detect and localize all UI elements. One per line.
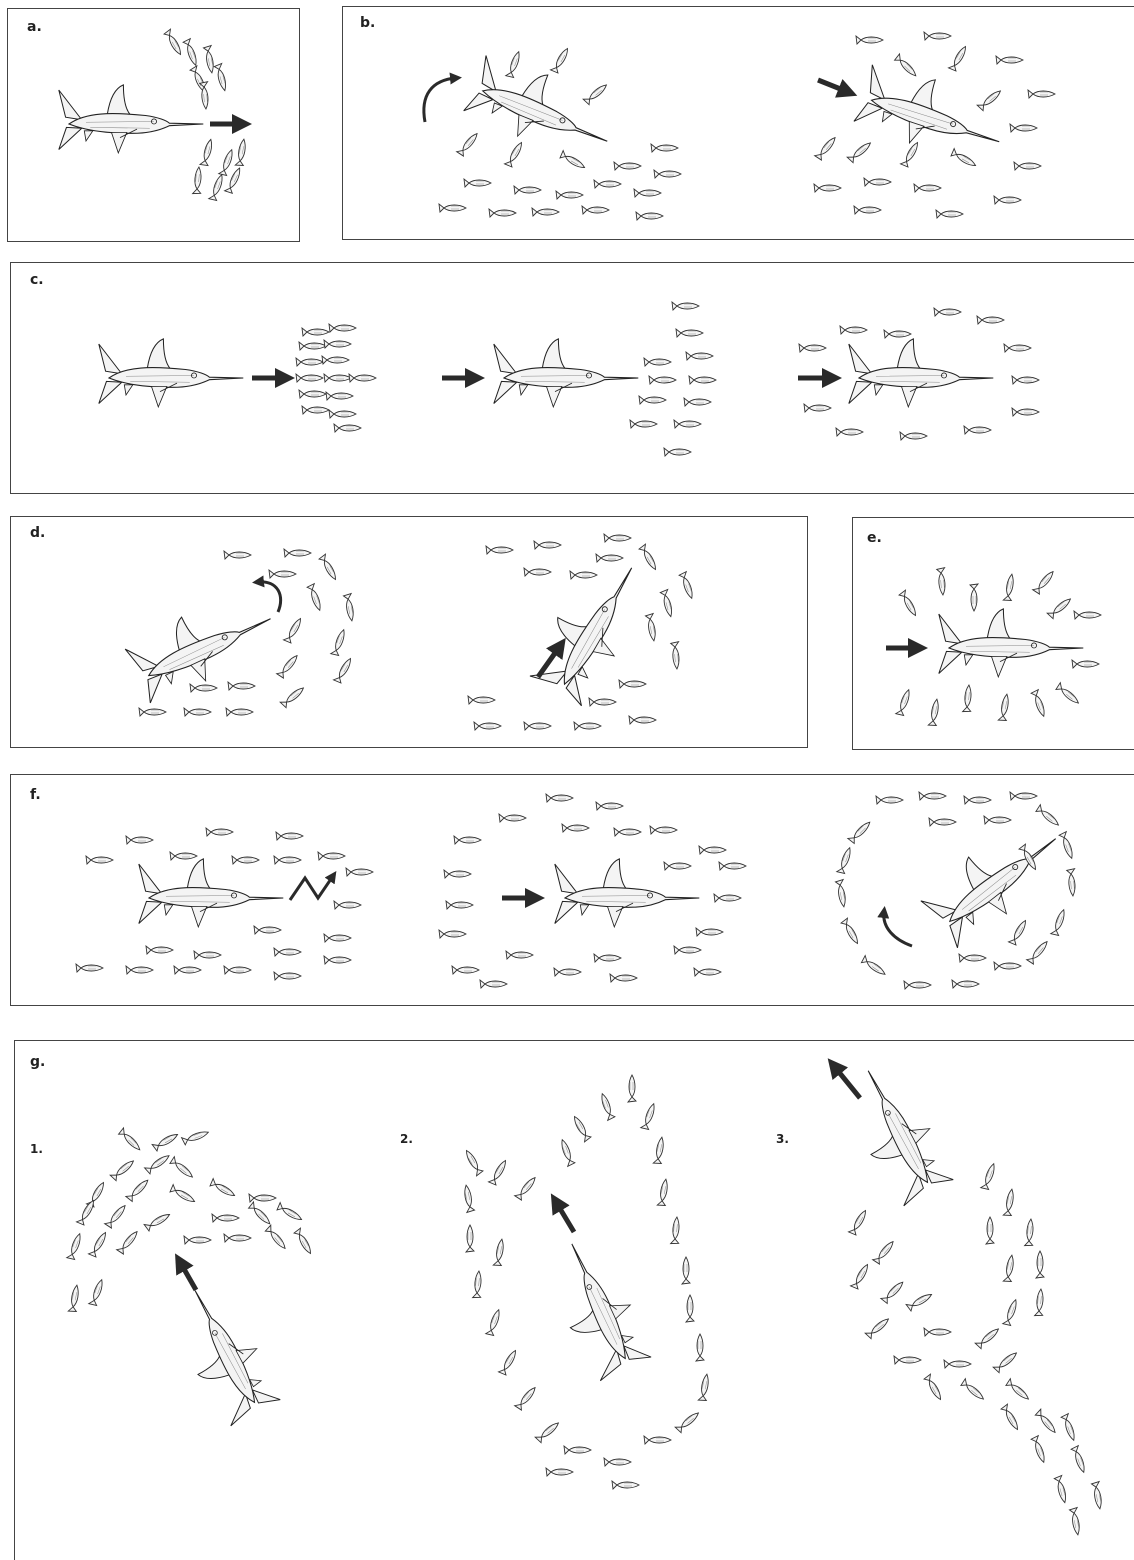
swordfish-icon <box>59 85 204 153</box>
arrow-icon <box>424 78 456 122</box>
arrow-icon <box>556 1202 574 1232</box>
swordfish-icon <box>918 808 1074 951</box>
panel-d-art <box>123 534 696 730</box>
swordfish-icon <box>99 339 244 407</box>
panel-f-art <box>76 792 1077 989</box>
small-fish-icon <box>849 1162 1104 1535</box>
swordfish-icon <box>539 1232 654 1382</box>
swordfish-icon <box>462 51 621 168</box>
arrow-icon <box>180 1262 196 1290</box>
swordfish-icon <box>836 1058 956 1208</box>
panel-g-art <box>67 1058 1104 1536</box>
small-fish-icon <box>296 324 376 432</box>
small-fish-icon <box>439 46 681 220</box>
swordfish-icon <box>849 339 994 407</box>
panel-a-art <box>59 29 248 201</box>
small-fish-icon <box>630 302 716 456</box>
small-fish-icon <box>835 792 1077 989</box>
small-fish-icon <box>139 549 356 716</box>
arrow-icon <box>258 582 281 612</box>
swordfish-icon <box>139 859 283 927</box>
panel-e-art <box>886 568 1101 727</box>
arrow-icon <box>834 1066 860 1098</box>
panel-b-art <box>424 32 1055 220</box>
panel-c-art <box>99 302 1039 456</box>
arrow-icon <box>818 80 848 92</box>
arrow-icon <box>290 876 333 900</box>
swordfish-icon <box>494 339 639 407</box>
swordfish-icon <box>939 609 1084 677</box>
swordfish-icon <box>853 60 1011 169</box>
swordfish-icon <box>163 1278 283 1428</box>
small-fish-icon <box>164 29 248 201</box>
arrow-icon <box>884 912 912 946</box>
